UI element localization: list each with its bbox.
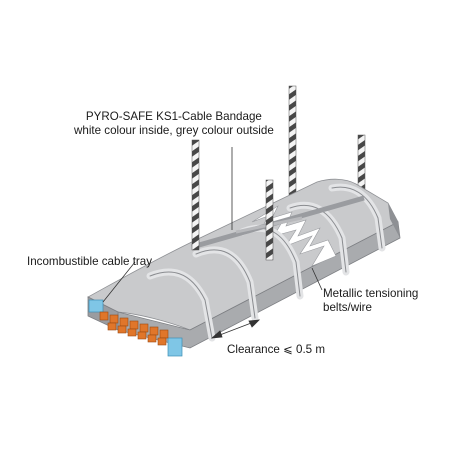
cable	[129, 320, 139, 330]
cable	[149, 326, 159, 336]
tray-edge	[167, 337, 183, 357]
cable	[159, 329, 169, 339]
leader-lines	[102, 147, 323, 303]
belts-label-line2: belts/wire	[323, 301, 372, 314]
hanger-rod	[191, 139, 200, 251]
belts-label-line1: Metallic tensioning	[323, 287, 419, 300]
tray-edge	[88, 299, 104, 313]
belt	[195, 249, 256, 319]
leader-line-tray	[102, 261, 136, 303]
bandage-label-line2: white colour inside, grey colour outside	[74, 124, 274, 137]
cable	[139, 323, 149, 333]
cable	[107, 322, 117, 331]
hanger-rod	[288, 85, 297, 207]
cable-ends	[99, 311, 169, 346]
cable	[99, 311, 109, 321]
cable	[137, 331, 147, 340]
bandage-label-line1: PYRO-SAFE KS1-Cable Bandage	[85, 110, 262, 123]
hanger-rods-front	[191, 139, 274, 261]
bandage-label: PYRO-SAFE KS1-Cable Bandage white colour…	[74, 110, 274, 138]
belts-label: Metallic tensioning belts/wire	[323, 287, 418, 315]
clearance-label: Clearance ⩽ 0.5 m	[227, 343, 325, 356]
cable	[157, 337, 167, 346]
belt	[149, 271, 213, 339]
cable	[147, 334, 157, 343]
cable	[117, 325, 127, 334]
clearance-arrowhead	[210, 330, 223, 339]
belt	[331, 186, 383, 249]
cable	[109, 314, 119, 324]
cable	[119, 317, 129, 327]
clearance-arrowhead	[248, 319, 261, 328]
tray-label: Incombustible cable tray	[27, 255, 153, 268]
hanger-rod	[265, 179, 274, 261]
clearance-dimension	[210, 319, 261, 339]
bandage-rear-end	[388, 203, 400, 238]
leader-line-belts	[311, 267, 323, 291]
bandage-top-surface	[87, 178, 399, 331]
cable	[127, 328, 137, 337]
